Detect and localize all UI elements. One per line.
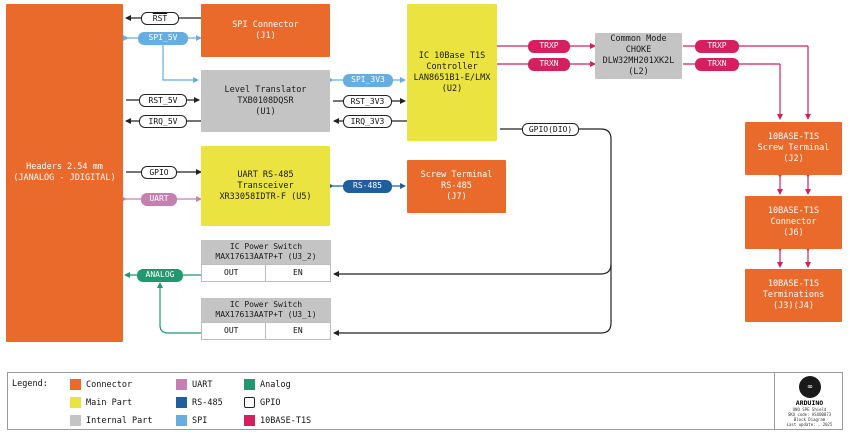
signal-trxp-right: TRXP <box>695 40 739 53</box>
logo-meta-1: UNO SPE Shield <box>792 407 827 412</box>
ic-controller-ref: (U2) <box>441 83 463 94</box>
power-switch-u3-1-head: IC Power Switch MAX17613AATP+T (U3_1) <box>201 298 331 322</box>
signal-rst-5v: RST_5V <box>139 94 187 107</box>
ic-controller-sub: Controller <box>426 61 478 72</box>
legend-swatch-connector <box>70 379 81 390</box>
legend-label-internal-part: Internal Part <box>86 416 153 426</box>
choke-sub: CHOKE <box>625 45 652 55</box>
level-translator-part: TXB0108DQSR <box>237 95 294 106</box>
t1s-screw-title: 10BASE-T1S <box>767 132 820 142</box>
spi-connector-title: SPI Connector <box>232 19 299 30</box>
t1s-screw-terminal-block: 10BASE-T1S Screw Terminal (J2) <box>745 122 842 175</box>
choke-ref: (L2) <box>628 67 649 77</box>
legend-label-t1s: 10BASE-T1S <box>260 416 312 426</box>
screw-rs485-ref: (J7) <box>446 192 467 202</box>
t1s-connector-title: 10BASE-T1S <box>767 206 820 216</box>
power-switch-u3-2-head: IC Power Switch MAX17613AATP+T (U3_2) <box>201 240 331 264</box>
t1s-connector-block: 10BASE-T1S Connector (J6) <box>745 196 842 249</box>
choke-part: DLW32MH201XK2L <box>602 56 675 66</box>
spi-connector-ref: (J1) <box>255 30 276 41</box>
legend-label-gpio: GPIO <box>260 398 281 408</box>
wire-spi-5v-down <box>160 39 199 83</box>
power-switch-u3-1: IC Power Switch MAX17613AATP+T (U3_1) OU… <box>201 298 331 340</box>
t1s-terminations-ref: (J3)(J4) <box>773 301 814 311</box>
signal-spi-3v3: SPI_3V3 <box>343 74 393 87</box>
logo-meta-3: Block Diagram <box>793 417 826 422</box>
legend-label-spi: SPI <box>192 416 208 426</box>
power-switch-u3-1-title: IC Power Switch <box>229 300 303 309</box>
logo-meta-2: SKU code: ASX00073 <box>787 412 832 417</box>
arduino-logo-panel: ∞ ARDUINO UNO SPE Shield SKU code: ASX00… <box>774 373 844 429</box>
wire-analog-2 <box>157 282 201 334</box>
ic-controller-block: IC 10Base T1S Controller LAN8651B1-E/LMX… <box>407 4 497 141</box>
uart-rs485-title: UART RS-485 <box>237 169 294 180</box>
level-translator-ref: (U1) <box>255 106 276 117</box>
arduino-infinity-icon: ∞ <box>799 376 821 398</box>
signal-trxp-left: TRXP <box>528 40 570 53</box>
t1s-connector-ref: (J6) <box>783 228 804 238</box>
wire-gpio-dio-2 <box>333 264 612 336</box>
screw-terminal-rs485-block: Screw Terminal RS-485 (J7) <box>407 160 506 213</box>
t1s-terminations-sub: Terminations <box>762 290 825 300</box>
signal-rst-3v3: RST_3V3 <box>343 95 392 108</box>
logo-meta-4: Last update: , 2025 <box>786 422 833 427</box>
power-switch-u3-2-en: EN <box>265 264 331 282</box>
wire-gpio-dio <box>333 128 612 277</box>
signal-irq-5v: IRQ_5V <box>139 115 187 128</box>
legend-swatch-rs485 <box>176 397 187 408</box>
t1s-terminations-block: 10BASE-T1S Terminations (J3)(J4) <box>745 269 842 322</box>
legend-title: Legend: <box>12 379 48 389</box>
t1s-screw-sub: Screw Terminal <box>757 143 830 153</box>
signal-gpio-dio: GPIO(DIO) <box>522 123 579 136</box>
power-switch-u3-2-part: MAX17613AATP+T (U3_2) <box>215 252 317 261</box>
legend: Legend: Connector Main Part Internal Par… <box>7 372 843 430</box>
signal-gpio: GPIO <box>141 166 177 179</box>
signal-spi-5v: SPI_5V <box>138 32 188 45</box>
signal-uart: UART <box>141 193 177 206</box>
legend-swatch-internal-part <box>70 415 81 426</box>
common-mode-choke-block: Common Mode CHOKE DLW32MH201XK2L (L2) <box>595 33 682 79</box>
t1s-connector-sub: Connector <box>770 217 817 227</box>
legend-swatch-spi <box>176 415 187 426</box>
legend-label-analog: Analog <box>260 380 291 390</box>
signal-analog: ANALOG <box>137 269 183 282</box>
legend-swatch-gpio <box>244 397 255 408</box>
legend-label-connector: Connector <box>86 380 133 390</box>
power-switch-u3-1-out: OUT <box>201 322 266 340</box>
uart-rs485-sub: Transceiver <box>237 180 294 191</box>
legend-label-rs485: RS-485 <box>192 398 223 408</box>
spi-connector-block: SPI Connector (J1) <box>201 4 330 57</box>
t1s-screw-ref: (J2) <box>783 154 804 164</box>
legend-swatch-uart <box>176 379 187 390</box>
power-switch-u3-1-en: EN <box>265 322 331 340</box>
headers-title: Headers 2.54 mm <box>26 162 103 172</box>
power-switch-u3-1-part: MAX17613AATP+T (U3_1) <box>215 310 317 319</box>
legend-swatch-main-part <box>70 397 81 408</box>
uart-rs485-block: UART RS-485 Transceiver XR33058IDTR-F (U… <box>201 146 330 226</box>
legend-swatch-t1s <box>244 415 255 426</box>
screw-rs485-title: Screw Terminal <box>420 170 493 180</box>
power-switch-u3-2-out: OUT <box>201 264 266 282</box>
signal-irq-3v3: IRQ_3V3 <box>343 115 392 128</box>
ic-controller-part: LAN8651B1-E/LMX <box>413 72 491 83</box>
power-switch-u3-2-title: IC Power Switch <box>229 242 303 251</box>
power-switch-u3-2: IC Power Switch MAX17613AATP+T (U3_2) OU… <box>201 240 331 282</box>
level-translator-title: Level Translator <box>224 84 307 95</box>
headers-block: Headers 2.54 mm (JANALOG - JDIGITAL) <box>6 4 123 342</box>
signal-rs485: RS-485 <box>343 180 392 193</box>
screw-rs485-sub: RS-485 <box>441 181 472 191</box>
t1s-terminations-title: 10BASE-T1S <box>767 279 820 289</box>
choke-title: Common Mode <box>610 34 667 44</box>
signal-trxn-right: TRXN <box>695 58 739 71</box>
level-translator-block: Level Translator TXB0108DQSR (U1) <box>201 70 330 132</box>
legend-label-main-part: Main Part <box>86 398 133 408</box>
signal-rst: RST <box>141 12 179 25</box>
ic-controller-title: IC 10Base T1S <box>418 50 486 61</box>
signal-trxn-left: TRXN <box>528 58 570 71</box>
legend-swatch-analog <box>244 379 255 390</box>
legend-label-uart: UART <box>192 380 213 390</box>
headers-subtitle: (JANALOG - JDIGITAL) <box>13 173 116 183</box>
arduino-brand: ARDUINO <box>795 399 824 407</box>
uart-rs485-part: XR33058IDTR-F (U5) <box>219 191 312 202</box>
